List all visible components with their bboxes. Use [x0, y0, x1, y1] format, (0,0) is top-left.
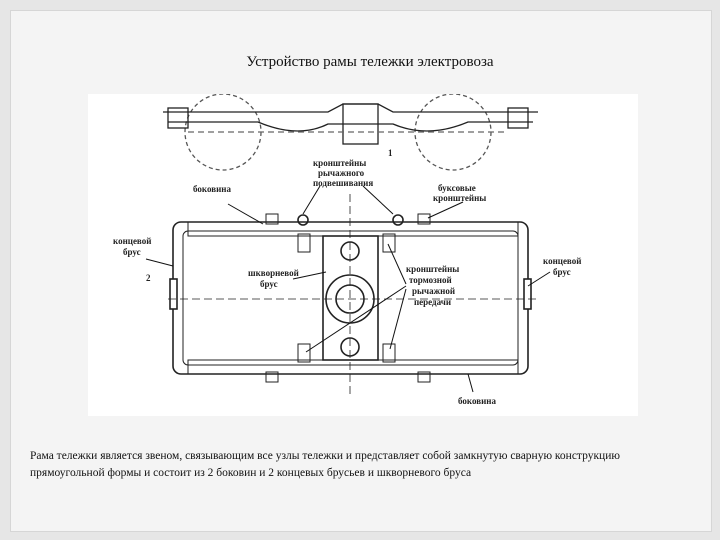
center-bracket — [342, 103, 379, 145]
bogie-frame-drawing: кронштейны рычажного подвешивания 1 букс… — [88, 94, 638, 416]
pivot-beam — [322, 235, 379, 361]
label-pivot-2: брус — [260, 279, 278, 289]
bogie-frame-svg: кронштейны рычажного подвешивания 1 букс… — [113, 94, 581, 406]
end-plate-right — [523, 278, 532, 310]
frame-outline — [172, 221, 529, 375]
brake-bracket-4 — [382, 343, 396, 363]
side-beam-bottom — [187, 359, 519, 375]
mark-1: 1 — [388, 148, 393, 158]
label-pivot-1: шкворневой — [248, 268, 299, 278]
label-lever-brackets-3: подвешивания — [313, 178, 373, 188]
label-brake-3: рычажной — [412, 286, 455, 296]
end-block-left — [167, 107, 189, 129]
plan-view — [168, 194, 538, 394]
label-lever-brackets-1: кронштейны — [313, 158, 366, 168]
brake-bracket-1 — [297, 233, 311, 253]
label-brake-1: кронштейны — [406, 264, 459, 274]
brake-bracket-2 — [382, 233, 396, 253]
lever-bracket-right — [392, 214, 404, 226]
side-beam-top — [187, 221, 519, 237]
label-side-bottom: боковина — [458, 396, 496, 406]
end-block-right — [507, 107, 529, 129]
label-end-right-2: брус — [553, 267, 571, 277]
label-end-right-1: концевой — [543, 256, 581, 266]
axlebox-bracket-3 — [265, 371, 279, 383]
axlebox-bracket-2 — [417, 213, 431, 225]
mark-2: 2 — [146, 273, 151, 283]
label-axlebox-1: буксовые — [438, 183, 476, 193]
label-end-left-1: концевой — [113, 236, 151, 246]
label-axlebox-2: кронштейны — [433, 193, 486, 203]
brake-bracket-3 — [297, 343, 311, 363]
side-frame-bottom-edge — [168, 121, 533, 132]
slide-caption: Рама тележки является звеном, связывающи… — [30, 450, 620, 479]
lever-bracket-left — [297, 214, 309, 226]
axlebox-bracket-4 — [417, 371, 431, 383]
leader-lines — [145, 185, 551, 393]
axlebox-bracket-1 — [265, 213, 279, 225]
label-end-left-2: брус — [123, 247, 141, 257]
label-lever-brackets-2: рычажного — [318, 168, 365, 178]
frame-inner — [182, 230, 519, 366]
label-side-top: боковина — [193, 184, 231, 194]
label-brake-2: тормозной — [409, 275, 452, 285]
side-view — [163, 94, 538, 171]
slide-title: Устройство рамы тележки электровоза — [246, 54, 494, 70]
end-plate-left — [169, 278, 178, 310]
label-brake-4: передачи — [414, 297, 451, 307]
